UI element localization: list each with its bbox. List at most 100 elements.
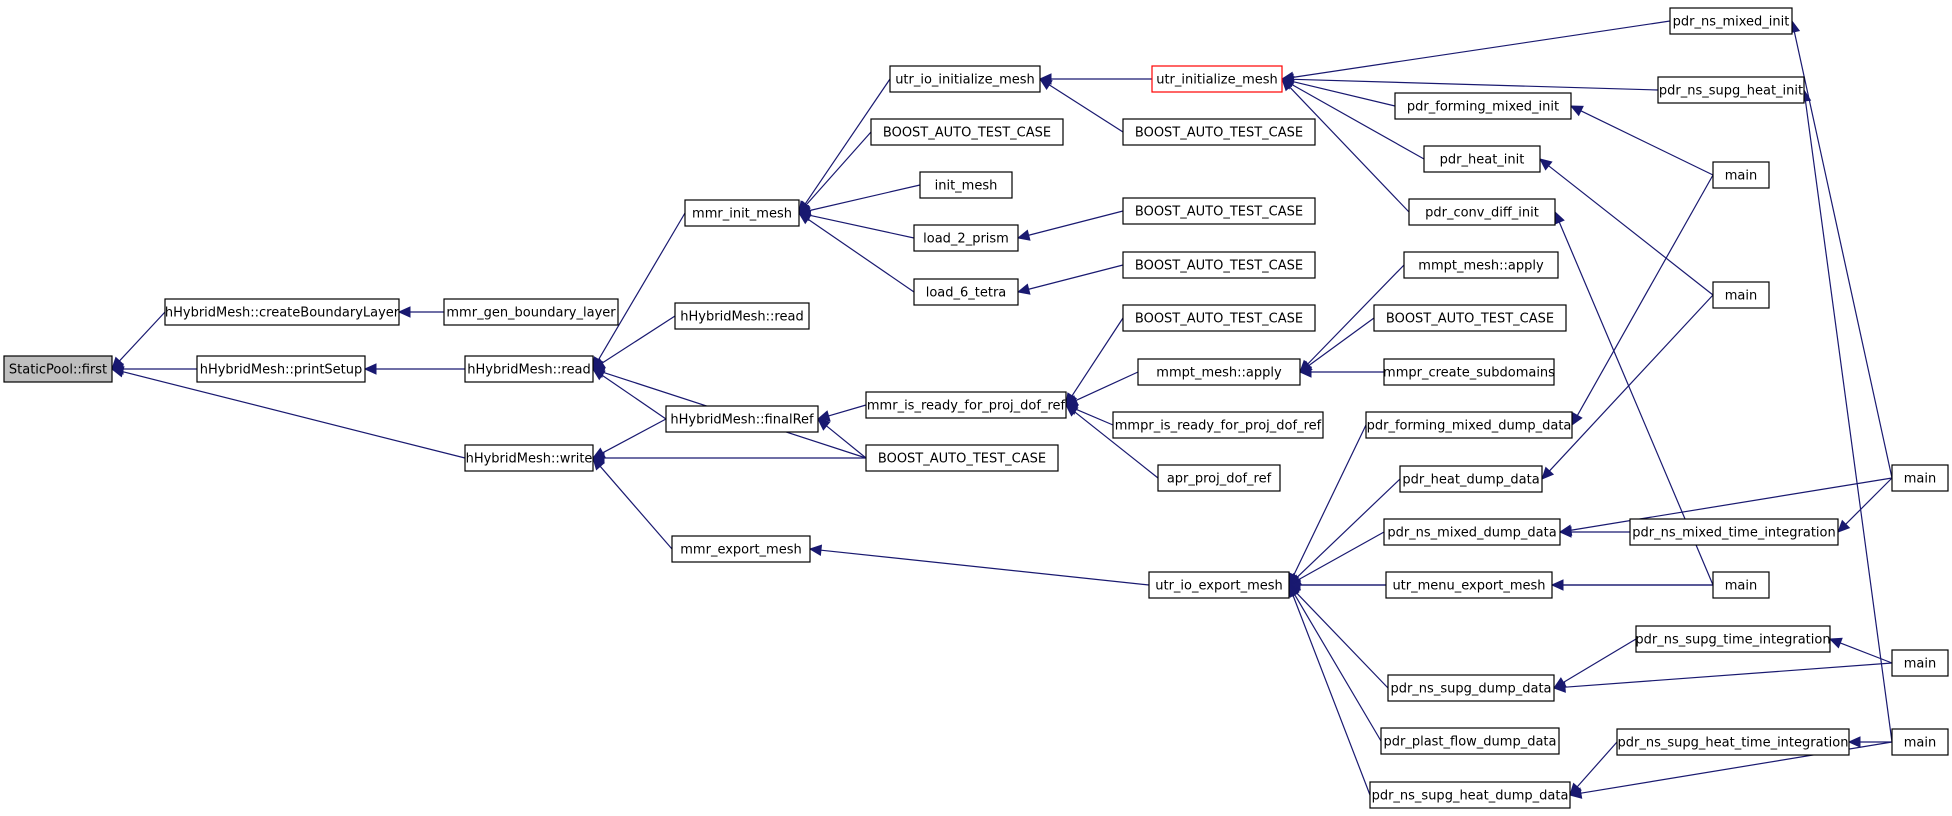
- node-box[interactable]: [1394, 92, 1572, 120]
- node-box[interactable]: [865, 444, 1059, 472]
- node-mmapply[interactable]: mmpt_mesh::apply: [1137, 358, 1301, 386]
- node-main4[interactable]: main: [1891, 464, 1949, 492]
- node-box[interactable]: [1122, 197, 1316, 225]
- node-mcs[interactable]: mmpr_create_subdomains: [1383, 358, 1555, 386]
- node-box[interactable]: [1148, 571, 1290, 599]
- node-pfmi[interactable]: pdr_forming_mixed_init: [1394, 92, 1572, 120]
- node-apdr[interactable]: apr_proj_dof_ref: [1157, 464, 1281, 492]
- node-batc2[interactable]: BOOST_AUTO_TEST_CASE: [865, 444, 1059, 472]
- node-root[interactable]: StaticPool::first: [3, 355, 113, 383]
- node-cbl[interactable]: hHybridMesh::createBoundaryLayer: [164, 298, 400, 326]
- node-mmpirpdr[interactable]: mmpr_is_ready_for_proj_dof_ref: [1112, 411, 1324, 439]
- node-box[interactable]: [1657, 76, 1805, 104]
- node-read[interactable]: hHybridMesh::read: [464, 355, 594, 383]
- node-box[interactable]: [865, 391, 1067, 419]
- node-main1[interactable]: main: [1712, 161, 1770, 189]
- node-box[interactable]: [919, 171, 1013, 199]
- node-pnmdd[interactable]: pdr_ns_mixed_dump_data: [1383, 518, 1561, 546]
- node-box[interactable]: [1403, 251, 1559, 279]
- node-box[interactable]: [1616, 728, 1850, 756]
- node-box[interactable]: [3, 355, 113, 383]
- node-batc5[interactable]: BOOST_AUTO_TEST_CASE: [1122, 251, 1316, 279]
- node-box[interactable]: [1365, 411, 1573, 439]
- node-pnshti[interactable]: pdr_ns_supg_heat_time_integration: [1616, 728, 1850, 756]
- node-fr[interactable]: hHybridMesh::finalRef: [665, 405, 819, 433]
- node-box[interactable]: [1151, 65, 1283, 93]
- node-box[interactable]: [674, 302, 810, 330]
- node-box[interactable]: [1408, 198, 1556, 226]
- node-box[interactable]: [1629, 518, 1839, 546]
- node-main2[interactable]: main: [1712, 281, 1770, 309]
- node-batc1[interactable]: BOOST_AUTO_TEST_CASE: [870, 118, 1064, 146]
- node-main3[interactable]: main: [1712, 571, 1770, 599]
- node-main5[interactable]: main: [1891, 649, 1949, 677]
- node-mim[interactable]: mmr_init_mesh: [684, 199, 800, 227]
- node-box[interactable]: [1712, 161, 1770, 189]
- node-box[interactable]: [464, 355, 594, 383]
- node-box[interactable]: [1423, 145, 1541, 173]
- node-pnshi[interactable]: pdr_ns_supg_heat_init: [1657, 76, 1805, 104]
- node-box[interactable]: [1385, 571, 1553, 599]
- node-phi[interactable]: pdr_heat_init: [1423, 145, 1541, 173]
- node-batc6[interactable]: BOOST_AUTO_TEST_CASE: [1122, 304, 1316, 332]
- node-box[interactable]: [1137, 358, 1301, 386]
- node-box[interactable]: [1891, 728, 1949, 756]
- node-pnmi[interactable]: pdr_ns_mixed_init: [1669, 7, 1793, 35]
- node-pnsti[interactable]: pdr_ns_supg_time_integration: [1635, 625, 1831, 653]
- node-phdd[interactable]: pdr_heat_dump_data: [1399, 465, 1543, 493]
- node-box[interactable]: [1122, 304, 1316, 332]
- node-box[interactable]: [164, 298, 400, 326]
- node-mem[interactable]: mmr_export_mesh: [671, 535, 811, 563]
- node-box[interactable]: [1122, 118, 1316, 146]
- node-umem[interactable]: utr_menu_export_mesh: [1385, 571, 1553, 599]
- node-box[interactable]: [1157, 464, 1281, 492]
- node-box[interactable]: [1373, 304, 1567, 332]
- node-box[interactable]: [870, 118, 1064, 146]
- node-box[interactable]: [1383, 518, 1561, 546]
- node-initm[interactable]: init_mesh: [919, 171, 1013, 199]
- node-pcdi[interactable]: pdr_conv_diff_init: [1408, 198, 1556, 226]
- node-box[interactable]: [1122, 251, 1316, 279]
- node-box[interactable]: [671, 535, 811, 563]
- node-box[interactable]: [684, 199, 800, 227]
- node-main6[interactable]: main: [1891, 728, 1949, 756]
- node-batc4[interactable]: BOOST_AUTO_TEST_CASE: [1122, 197, 1316, 225]
- node-ps[interactable]: hHybridMesh::printSetup: [196, 355, 366, 383]
- node-uim[interactable]: utr_initialize_mesh: [1151, 65, 1283, 93]
- node-box[interactable]: [1387, 674, 1555, 702]
- node-box[interactable]: [1891, 649, 1949, 677]
- node-box[interactable]: [1635, 625, 1831, 653]
- node-box[interactable]: [1669, 7, 1793, 35]
- node-batc3[interactable]: BOOST_AUTO_TEST_CASE: [1122, 118, 1316, 146]
- node-box[interactable]: [1112, 411, 1324, 439]
- node-box[interactable]: [1383, 358, 1555, 386]
- node-box[interactable]: [913, 224, 1019, 252]
- node-pnsdd[interactable]: pdr_ns_supg_dump_data: [1387, 674, 1555, 702]
- node-batc7[interactable]: BOOST_AUTO_TEST_CASE: [1373, 304, 1567, 332]
- node-mmapply2[interactable]: mmpt_mesh::apply: [1403, 251, 1559, 279]
- node-ppfdd[interactable]: pdr_plast_flow_dump_data: [1380, 727, 1560, 755]
- node-uiem[interactable]: utr_io_export_mesh: [1148, 571, 1290, 599]
- node-box[interactable]: [1712, 571, 1770, 599]
- node-box[interactable]: [443, 298, 619, 326]
- node-box[interactable]: [1399, 465, 1543, 493]
- node-box[interactable]: [1369, 781, 1571, 809]
- node-pfmdd[interactable]: pdr_forming_mixed_dump_data: [1365, 411, 1573, 439]
- node-box[interactable]: [665, 405, 819, 433]
- node-mirpdr[interactable]: mmr_is_ready_for_proj_dof_ref: [865, 391, 1067, 419]
- node-box[interactable]: [913, 278, 1019, 306]
- node-l6t[interactable]: load_6_tetra: [913, 278, 1019, 306]
- node-uiim[interactable]: utr_io_initialize_mesh: [889, 65, 1041, 93]
- node-box[interactable]: [889, 65, 1041, 93]
- node-write[interactable]: hHybridMesh::write: [464, 444, 594, 472]
- node-box[interactable]: [196, 355, 366, 383]
- node-pnmti[interactable]: pdr_ns_mixed_time_integration: [1629, 518, 1839, 546]
- node-read2[interactable]: hHybridMesh::read: [674, 302, 810, 330]
- node-box[interactable]: [1380, 727, 1560, 755]
- node-pnshdd[interactable]: pdr_ns_supg_heat_dump_data: [1369, 781, 1571, 809]
- node-l2p[interactable]: load_2_prism: [913, 224, 1019, 252]
- node-mgbl[interactable]: mmr_gen_boundary_layer: [443, 298, 619, 326]
- node-box[interactable]: [1891, 464, 1949, 492]
- node-box[interactable]: [464, 444, 594, 472]
- node-box[interactable]: [1712, 281, 1770, 309]
